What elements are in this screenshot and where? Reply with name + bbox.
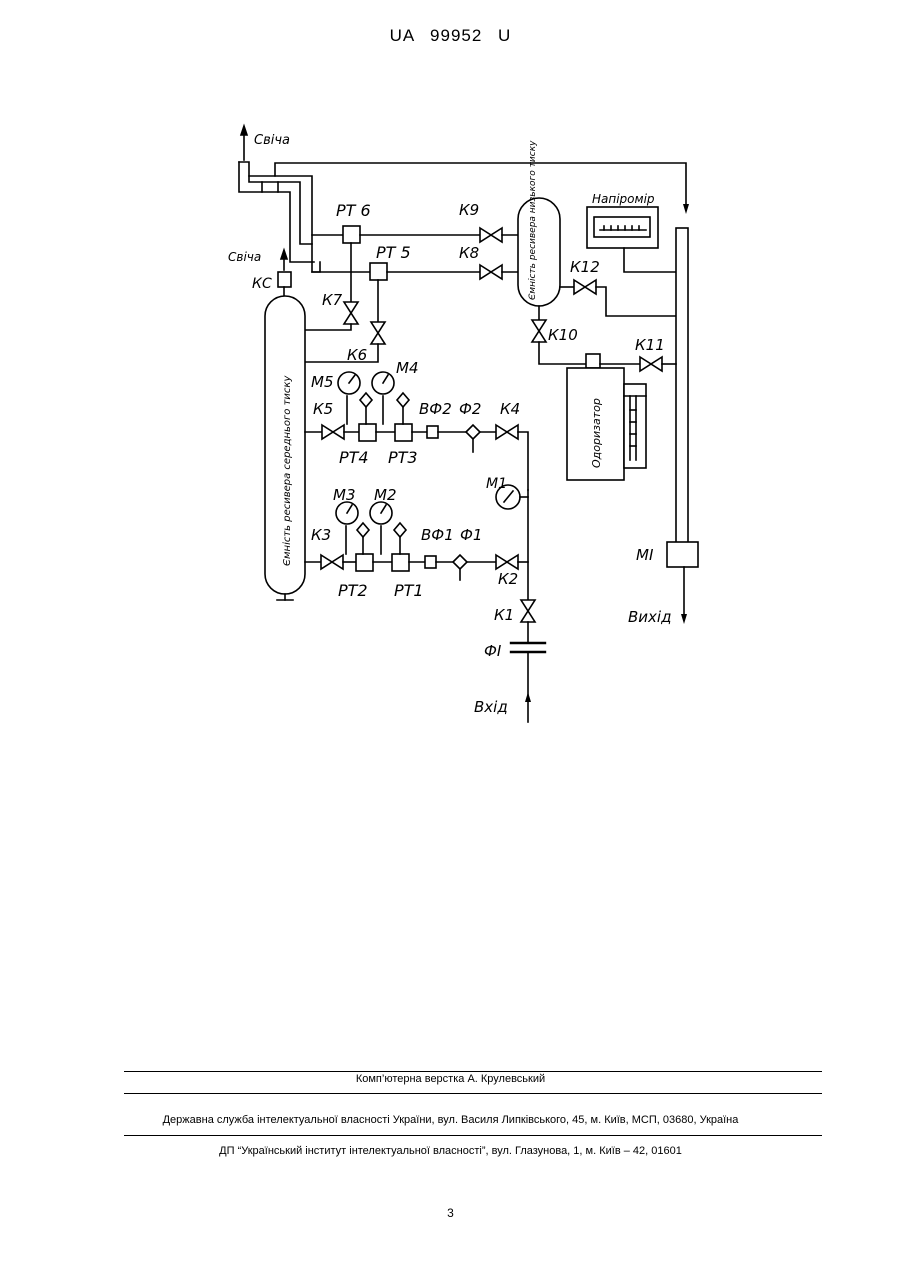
label-m5: М5: [311, 373, 334, 391]
f1-filter: [453, 555, 467, 569]
label-napiromir: Напіромір: [592, 192, 655, 206]
label-m2: М2: [374, 486, 397, 504]
k7-valve: [344, 302, 358, 313]
label-rt1: РТ1: [394, 581, 424, 600]
rt2-regulator: [356, 554, 373, 571]
label-vykhid: Вихід: [628, 608, 671, 626]
k2-valve: [496, 555, 507, 569]
mi-meter: [667, 542, 698, 567]
rt6-regulator: [343, 226, 360, 243]
k1-valve: [521, 600, 535, 611]
output-column: [667, 228, 698, 624]
footer-rule-bottom: [124, 1135, 822, 1136]
label-rt6: РТ 6: [336, 201, 371, 220]
k9-valve: [480, 228, 491, 242]
label-k4: К4: [500, 400, 520, 418]
label-m1-gauge: М1: [486, 476, 507, 492]
footer-layout-credit: Комп’ютерна верстка А. Крулевський: [0, 1073, 901, 1085]
footer-rule-middle: [124, 1093, 822, 1094]
label-vf2: ВФ2: [419, 400, 452, 418]
label-mi: МІ: [636, 546, 654, 564]
k5-valve: [322, 425, 333, 439]
label-low-receiver: Ємність ресивера низького тиску: [528, 140, 538, 300]
rt3-regulator: [395, 424, 412, 441]
k4-valve: [496, 425, 507, 439]
label-k11: К11: [635, 336, 665, 354]
label-f1: Ф1: [460, 526, 482, 544]
k8-valve: [480, 265, 491, 279]
label-k5: К5: [313, 400, 333, 418]
odorizer-unit: [567, 354, 676, 480]
label-f2: Ф2: [459, 400, 481, 418]
label-svicha-left: Свіча: [228, 250, 261, 264]
label-rt3: РТ3: [388, 448, 418, 467]
label-vkhid: Вхід: [474, 698, 508, 716]
page-number: 3: [0, 1206, 901, 1220]
k11-valve: [640, 357, 651, 371]
footer-institute: ДП “Український інститут інтелектуальної…: [0, 1145, 901, 1157]
label-k8: К8: [459, 244, 479, 262]
label-k1: К1: [494, 606, 514, 624]
footer-rule-top: [124, 1071, 822, 1072]
label-k6: К6: [347, 346, 367, 364]
rt1-regulator: [392, 554, 409, 571]
vf2-filter: [427, 426, 438, 438]
pyrometer: [587, 207, 676, 272]
k6-valve: [371, 322, 385, 333]
label-m4: М4: [396, 359, 419, 377]
label-k12: К12: [570, 258, 600, 276]
label-rt4: РТ4: [339, 448, 369, 467]
rt5-regulator: [370, 263, 387, 280]
ks-vent: [278, 250, 291, 296]
label-svicha-top: Свіча: [254, 133, 290, 148]
rt2-rt1-line: [305, 502, 528, 580]
vf1-filter: [425, 556, 436, 568]
label-rt2: РТ2: [338, 581, 368, 600]
label-ks: КС: [252, 276, 272, 292]
label-m3: М3: [333, 486, 356, 504]
label-k7: К7: [322, 291, 343, 309]
label-vf1: ВФ1: [421, 526, 454, 544]
rt4-regulator: [359, 424, 376, 441]
label-mid-receiver: Ємність ресивера середнього тиску: [281, 375, 293, 566]
f2-filter: [466, 425, 480, 439]
label-odorizer: Одоризатор: [590, 398, 603, 468]
label-fi: ФІ: [484, 642, 502, 660]
rt4-rt3-line: [305, 372, 528, 490]
k12-valve: [574, 280, 585, 294]
footer-agency: Державна служба інтелектуальної власност…: [0, 1114, 901, 1126]
label-k2: К2: [498, 570, 518, 588]
k10-valve: [532, 320, 546, 331]
k3-valve: [321, 555, 332, 569]
label-rt5: РТ 5: [376, 243, 411, 262]
inlet-group: [511, 600, 545, 722]
label-k9: К9: [459, 201, 479, 219]
label-k10: К10: [548, 326, 578, 344]
label-k3: К3: [311, 526, 331, 544]
